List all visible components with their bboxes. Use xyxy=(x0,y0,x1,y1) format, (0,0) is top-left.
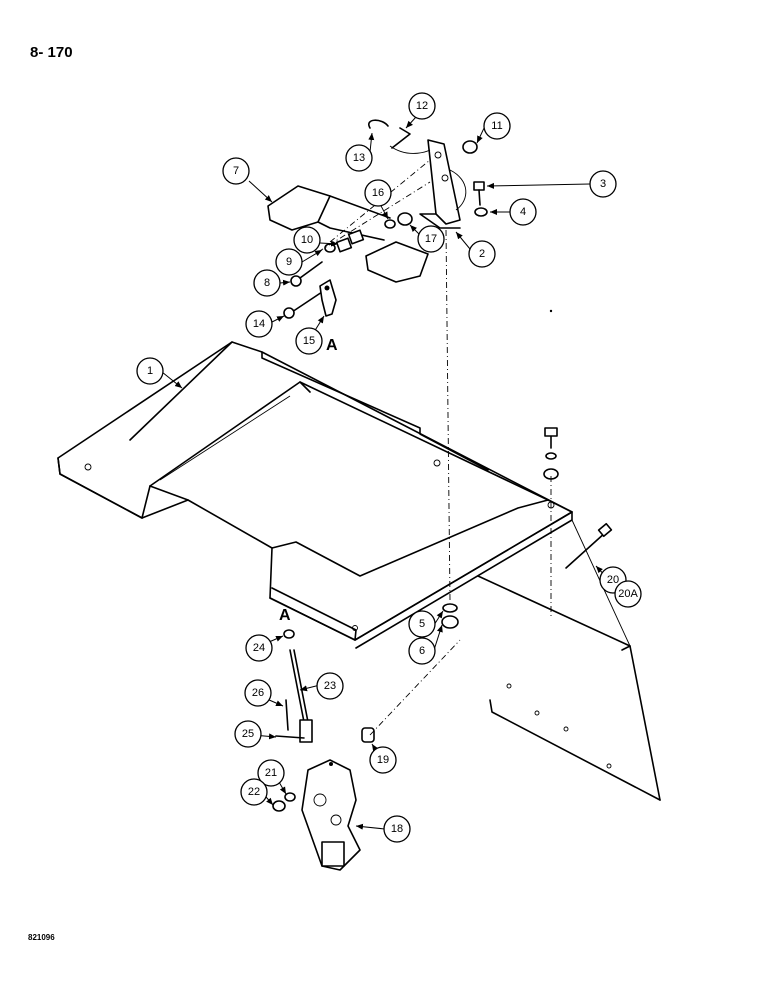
callout-1: 1 xyxy=(136,357,164,385)
callout-7: 7 xyxy=(222,157,250,185)
callout-13: 13 xyxy=(345,144,373,172)
svg-text:24: 24 xyxy=(253,642,265,654)
callout-11: 11 xyxy=(483,112,511,140)
svg-text:9: 9 xyxy=(286,256,292,268)
reference-letter-a-lower: A xyxy=(279,607,291,624)
callout-2: 2 xyxy=(468,240,496,268)
callout-8: 8 xyxy=(253,269,281,297)
callout-20a: 20A xyxy=(614,580,642,608)
svg-text:2: 2 xyxy=(479,248,485,260)
svg-text:11: 11 xyxy=(491,120,502,132)
mounting-bracket xyxy=(419,139,467,229)
callout-24: 24 xyxy=(245,634,273,662)
svg-text:12: 12 xyxy=(416,100,428,112)
callout-14: 14 xyxy=(245,310,273,338)
svg-text:19: 19 xyxy=(377,754,389,766)
callout-6: 6 xyxy=(408,637,436,665)
svg-text:14: 14 xyxy=(253,318,265,330)
hardware xyxy=(272,119,613,812)
assembly-lines xyxy=(317,159,552,736)
svg-text:7: 7 xyxy=(233,165,239,177)
svg-text:20: 20 xyxy=(607,574,619,586)
page-number: 8- 170 xyxy=(30,44,73,61)
callout-15: 15 xyxy=(295,327,323,355)
callout-4: 4 xyxy=(509,198,537,226)
callout-3: 3 xyxy=(589,170,617,198)
svg-text:26: 26 xyxy=(252,687,264,699)
svg-text:17: 17 xyxy=(425,233,437,245)
svg-text:10: 10 xyxy=(301,234,313,246)
callout-18: 18 xyxy=(383,815,411,843)
svg-text:22: 22 xyxy=(248,786,260,798)
callout-10: 10 xyxy=(293,226,321,254)
svg-text:25: 25 xyxy=(242,728,254,740)
callout-17: 17 xyxy=(417,225,445,253)
callout-19: 19 xyxy=(369,746,397,774)
brake-valve xyxy=(301,759,361,871)
callout-23: 23 xyxy=(316,672,344,700)
callout-12: 12 xyxy=(408,92,436,120)
callout-26: 26 xyxy=(244,679,272,707)
svg-text:13: 13 xyxy=(353,152,365,164)
pedal-assembly xyxy=(267,185,429,283)
drawing-code: 821096 xyxy=(28,933,55,942)
svg-text:20A: 20A xyxy=(618,588,638,600)
callout-22: 22 xyxy=(240,778,268,806)
svg-text:23: 23 xyxy=(324,680,336,692)
svg-text:6: 6 xyxy=(419,645,425,657)
svg-text:18: 18 xyxy=(391,823,403,835)
svg-text:15: 15 xyxy=(303,335,315,347)
svg-text:5: 5 xyxy=(419,618,425,630)
callout-21: 21 xyxy=(257,759,285,787)
callout-9: 9 xyxy=(275,248,303,276)
svg-text:21: 21 xyxy=(265,767,277,779)
callout-25: 25 xyxy=(234,720,262,748)
svg-text:3: 3 xyxy=(600,178,606,190)
svg-text:4: 4 xyxy=(520,206,526,218)
reference-letter-a-upper: A xyxy=(326,337,338,354)
mounting-wall-plate xyxy=(477,519,661,801)
svg-text:1: 1 xyxy=(147,365,153,377)
callout-16: 16 xyxy=(364,179,392,207)
callout-5: 5 xyxy=(408,610,436,638)
floor-plate xyxy=(57,341,573,649)
svg-text:16: 16 xyxy=(372,187,384,199)
svg-text:8: 8 xyxy=(264,277,270,289)
